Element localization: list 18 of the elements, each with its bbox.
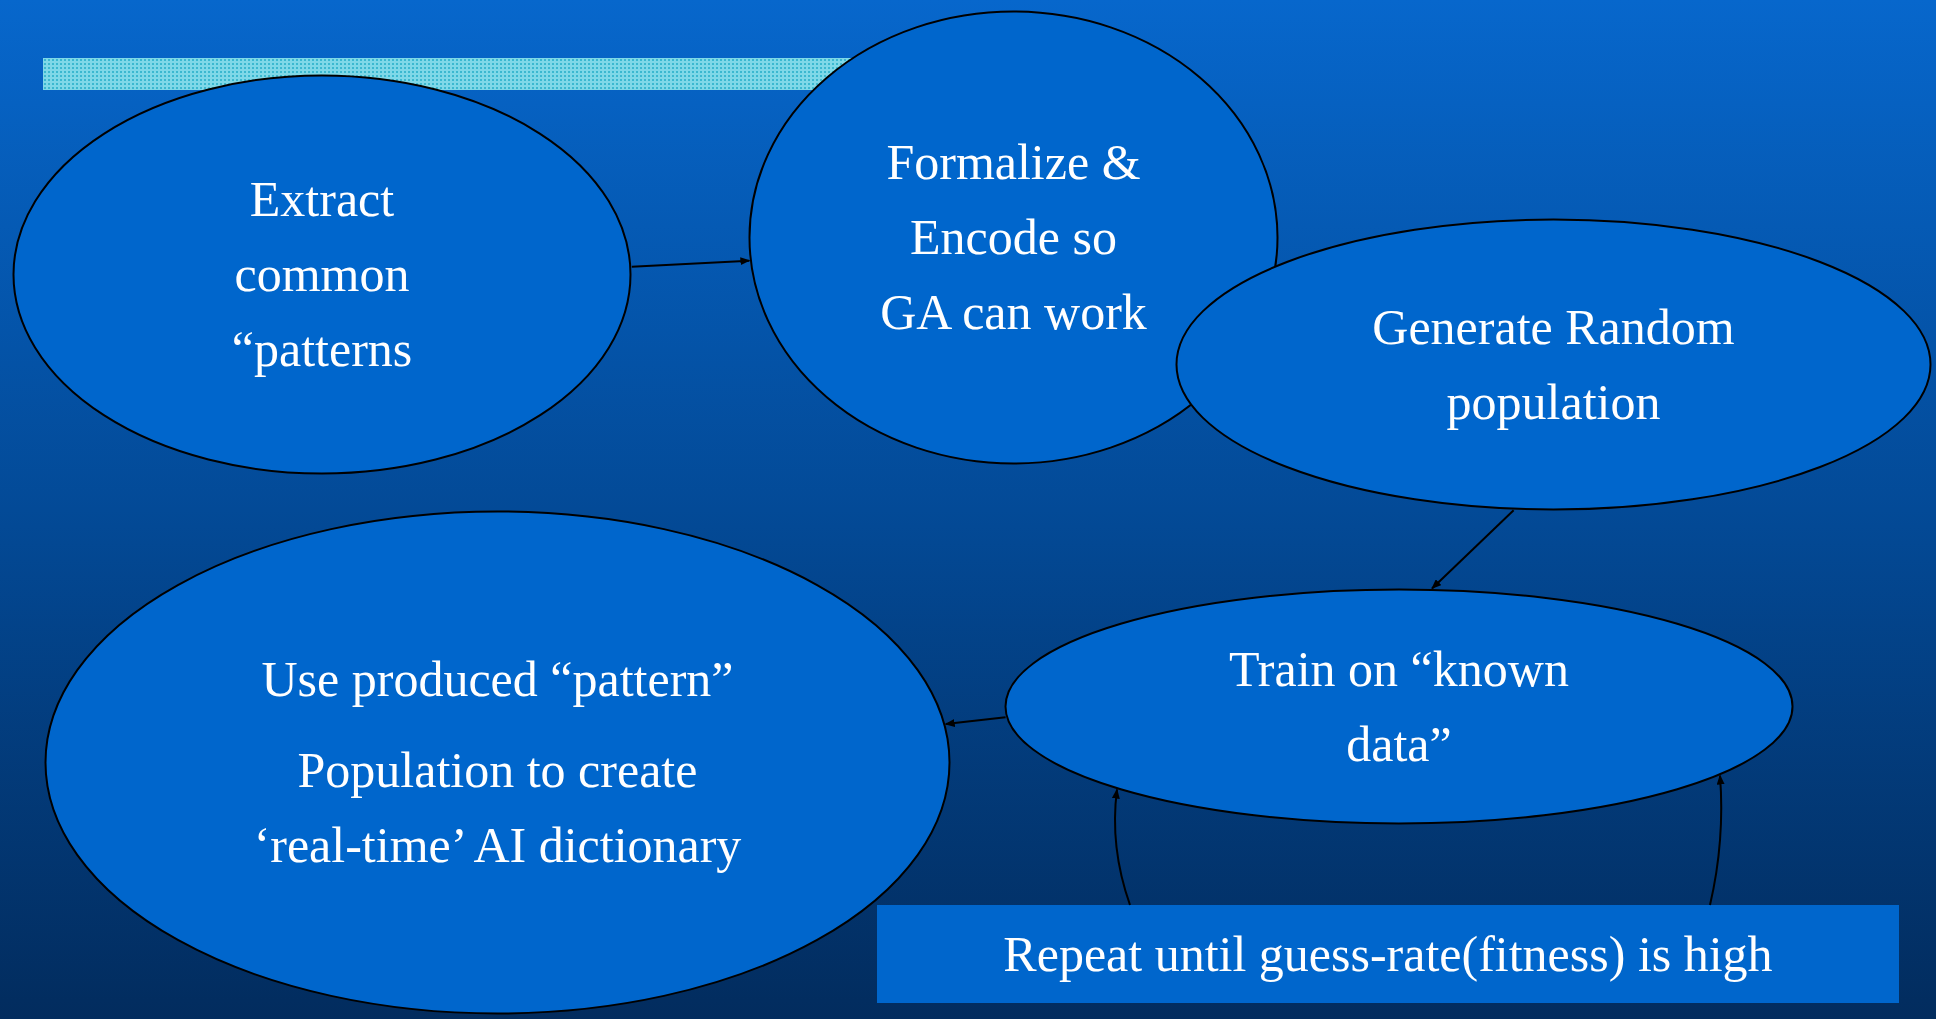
arrow [1709, 774, 1725, 906]
process-ellipse [748, 10, 1279, 465]
node-text: Formalize & Encode so GA can work [879, 133, 1148, 342]
node-text: Repeat until guess-rate(fitness) is high [1002, 924, 1774, 984]
note-box [877, 905, 1899, 1003]
arrow [1431, 509, 1515, 590]
node-text: Generate Random population [1371, 297, 1736, 432]
process-ellipse [44, 510, 951, 1015]
node-text: Use produced “pattern” [260, 650, 735, 709]
process-ellipse [1175, 218, 1932, 511]
node-text: Population to create ‘real-time’ AI dictionary [252, 741, 743, 875]
process-ellipse [12, 74, 632, 475]
node-text: Extract common “patterns [230, 170, 414, 379]
arrow [630, 257, 751, 268]
node-text: Train on “known data” [1228, 639, 1570, 774]
process-ellipse [1004, 588, 1794, 825]
arrow [1112, 788, 1131, 906]
arrow [944, 716, 1007, 727]
